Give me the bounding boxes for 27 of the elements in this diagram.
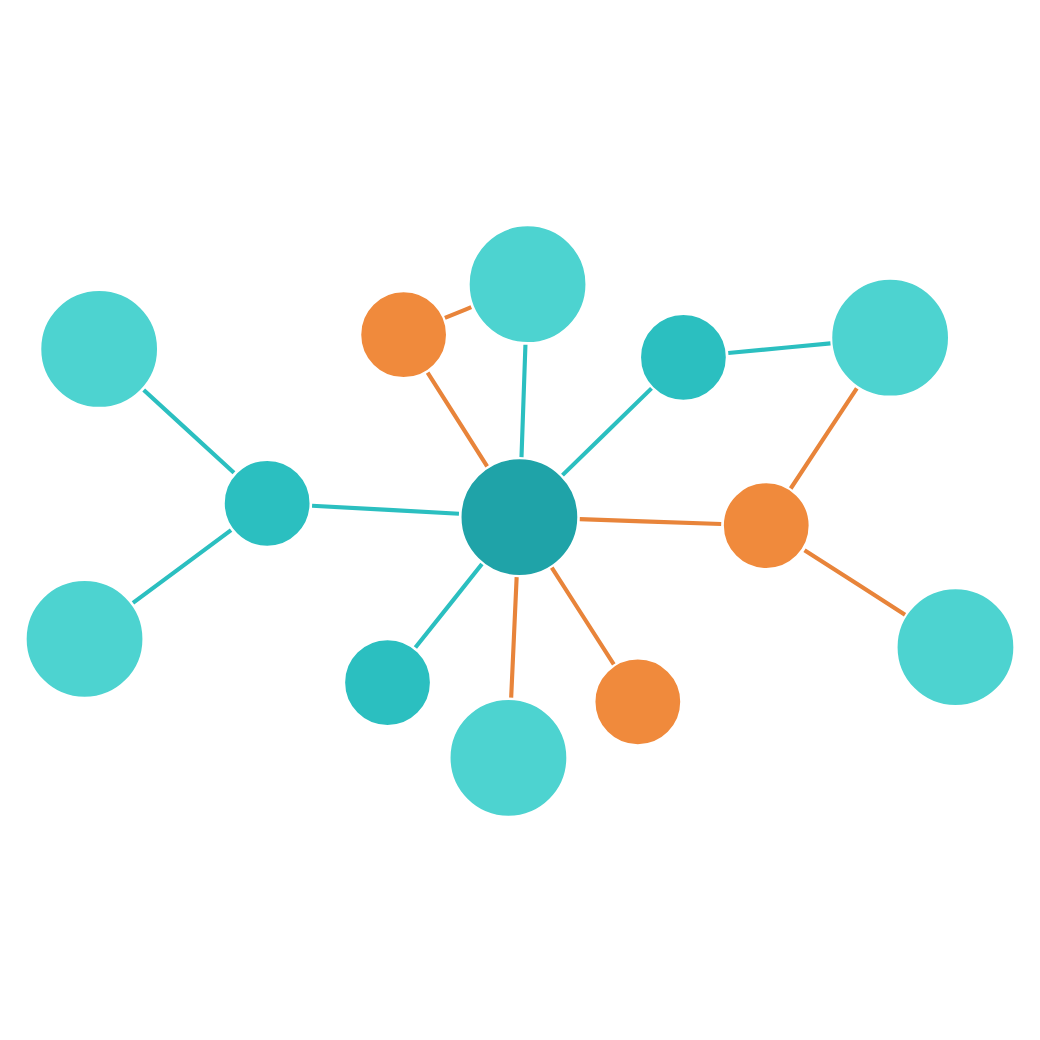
node-circle: [37, 285, 162, 410]
node-circle: [465, 221, 590, 346]
connector: [131, 527, 233, 604]
connector: [413, 561, 484, 648]
connector: [728, 340, 831, 355]
node-circle: [341, 635, 434, 729]
node-circle: [893, 584, 1018, 709]
connector: [444, 304, 472, 319]
connector: [142, 387, 236, 474]
node-circle: [591, 654, 685, 748]
node-circle: [357, 287, 451, 381]
node-circle: [828, 274, 953, 399]
node-circle: [22, 575, 147, 700]
node-circle: [457, 454, 582, 579]
connector: [509, 576, 519, 697]
node-circle: [220, 455, 314, 549]
connector: [519, 343, 528, 457]
connector: [561, 385, 653, 476]
node-circle: [446, 694, 571, 819]
connector: [789, 386, 859, 489]
node-circle: [719, 478, 813, 572]
connector: [311, 502, 460, 515]
node-circle: [636, 309, 730, 403]
connector: [425, 370, 489, 467]
connector: [803, 547, 907, 616]
connector: [550, 565, 616, 665]
connector: [579, 516, 722, 526]
